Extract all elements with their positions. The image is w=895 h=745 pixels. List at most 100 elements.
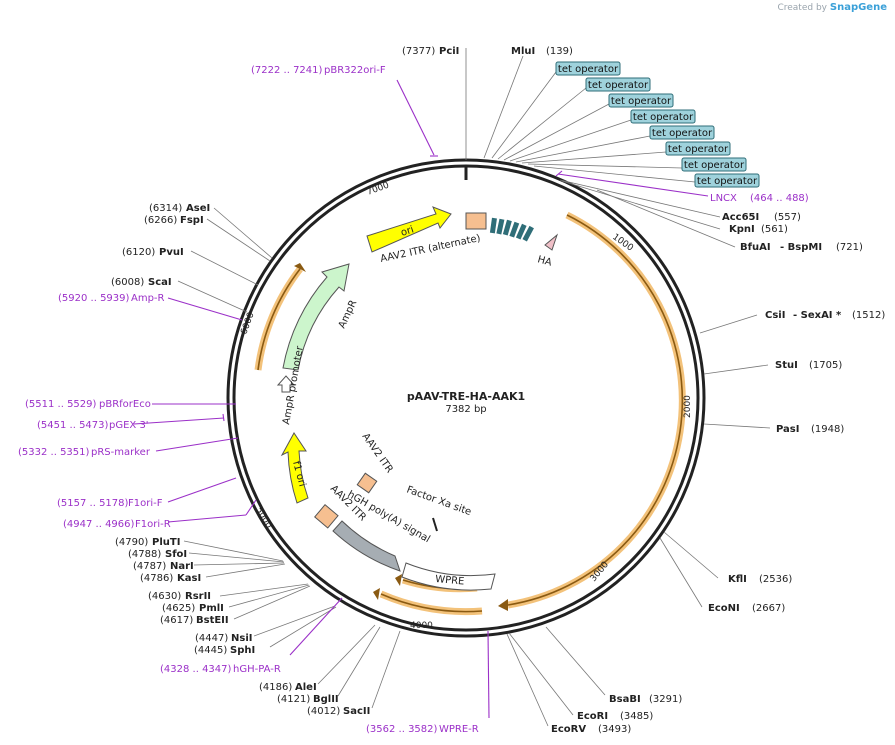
primer-f1orir-range: (4947 .. 4966)	[63, 519, 135, 530]
enzyme-asei-name: AseI	[186, 203, 210, 214]
primer-labels: (7222 .. 7241) pBR322ori-F LNCX (464 .. …	[18, 65, 809, 735]
ampr-label: AmpR	[337, 298, 360, 330]
orf-arc-main-line	[507, 214, 684, 606]
leader-lines	[177, 48, 771, 727]
enzyme-nari-pos: (4787)	[133, 561, 166, 572]
enzyme-pasi-pos: (1948)	[811, 424, 844, 435]
enzyme-bglii-pos: (4121)	[277, 694, 310, 705]
enzyme-nsii-name: NsiI	[231, 633, 252, 644]
enzyme-kpni-name: KpnI	[729, 224, 755, 235]
enzyme-kfli-pos: (2536)	[759, 574, 792, 585]
primer-pbr322ori-name: pBR322ori-F	[324, 65, 386, 76]
enzyme-csii-pos: (1512)	[852, 310, 885, 321]
enzyme-ecorv-pos: (3493)	[598, 724, 631, 735]
enzyme-kfli-name: KflI	[728, 574, 747, 585]
enzyme-scai-pos: (6008)	[111, 277, 144, 288]
created-by-label: Created by	[777, 3, 827, 13]
orf-arc-small-inner-arrowhead	[395, 574, 402, 586]
enzyme-kasi-pos: (4786)	[140, 573, 173, 584]
ori-feature	[366, 206, 452, 253]
ampr-feature	[282, 263, 350, 371]
primer-f1orif-range: (5157 .. 5178)	[57, 498, 129, 509]
enzyme-kpni-pos: (561)	[761, 224, 788, 235]
enzyme-alei-pos: (4186)	[259, 682, 292, 693]
enzyme-labels: (7377) PciI MluI (139) Acc65I (557) KpnI…	[111, 46, 885, 735]
enzyme-bspmi-name: - BspMI	[780, 242, 822, 253]
enzyme-scai-name: ScaI	[148, 277, 172, 288]
enzyme-bfuai-name: BfuAI	[740, 242, 771, 253]
primer-pbr322ori-range: (7222 .. 7241)	[251, 65, 323, 76]
plasmid-name: pAAV-TRE-HA-AAK1	[407, 390, 525, 403]
ha-label: HA	[536, 254, 553, 268]
enzyme-pasi-name: PasI	[776, 424, 799, 435]
tet-operator-label-7: tet operator	[684, 160, 745, 171]
ampr-promoter-arrow	[276, 375, 296, 393]
primer-pgex3-name: pGEX 3'	[109, 420, 149, 431]
enzyme-pvui-name: PvuI	[159, 247, 184, 258]
enzyme-ecori-name: EcoRI	[577, 711, 608, 722]
factor-xa-mark	[432, 517, 438, 532]
enzyme-fspi-pos: (6266)	[144, 215, 177, 226]
enzyme-pmli-pos: (4625)	[162, 603, 195, 614]
enzyme-pluti-pos: (4790)	[115, 537, 148, 548]
tick-label-4000: 4000	[410, 621, 433, 631]
primer-hghpar-name: hGH-PA-R	[233, 664, 281, 675]
enzyme-kasi-name: KasI	[177, 573, 201, 584]
primer-prsmarker-range: (5332 .. 5351)	[18, 447, 90, 458]
orf-arc-main	[507, 211, 686, 609]
enzyme-nari-name: NarI	[170, 561, 194, 572]
primer-lncx-range: (464 .. 488)	[750, 193, 809, 204]
tet-operator-label-4: tet operator	[633, 112, 694, 123]
wpre-label: WPRE	[435, 574, 465, 588]
enzyme-sacii-pos: (4012)	[307, 706, 340, 717]
enzyme-acc65i-pos: (557)	[774, 212, 801, 223]
enzyme-sfoi-name: SfoI	[165, 549, 187, 560]
primer-f1orir-name: F1ori-R	[135, 519, 171, 530]
ori-label: ori	[400, 224, 416, 238]
itr-alt-box	[465, 212, 487, 230]
f1-ori-feature	[280, 432, 309, 504]
enzyme-sfoi-pos: (4788)	[128, 549, 161, 560]
primer-pgex3-range: (5451 .. 5473)	[37, 420, 109, 431]
enzyme-mlui-pos: (139)	[546, 46, 573, 57]
primer-pbrforeco-range: (5511 .. 5529)	[25, 399, 97, 410]
backbone-inner-ring	[232, 164, 700, 632]
enzyme-bsabi-pos: (3291)	[649, 694, 682, 705]
tet-operator-label-5: tet operator	[652, 128, 713, 139]
enzyme-fspi-name: FspI	[180, 215, 204, 226]
orf-arc-left-line	[257, 268, 301, 371]
enzyme-nsii-pos: (4447)	[195, 633, 228, 644]
enzyme-bsteii-pos: (4617)	[160, 615, 193, 626]
tet-operator-label-8: tet operator	[697, 176, 758, 187]
enzyme-sphi-name: SphI	[230, 645, 255, 656]
enzyme-pvui-pos: (6120)	[122, 247, 155, 258]
orf-arc-small-outer-line	[380, 593, 483, 613]
enzyme-mlui-name: MluI	[511, 46, 535, 57]
enzyme-pcii-name: PciI	[439, 46, 459, 57]
orf-arc-small-outer-arrowhead	[373, 588, 380, 600]
tick-label-5000: 5000	[253, 506, 273, 531]
orf-arc-main-arrowhead	[498, 599, 508, 611]
enzyme-pmli-name: PmlI	[199, 603, 224, 614]
enzyme-sexai-name: - SexAI *	[793, 310, 842, 321]
enzyme-stui-name: StuI	[775, 360, 798, 371]
snapgene-branding: Created by SnapGene	[777, 2, 887, 13]
primer-wprer-name: WPRE-R	[439, 724, 479, 735]
enzyme-rsrii-name: RsrII	[185, 591, 211, 602]
snapgene-logo: SnapGene	[829, 2, 887, 13]
tet-operator-boxes	[489, 217, 534, 242]
enzyme-econi-pos: (2667)	[752, 603, 785, 614]
enzyme-bsabi-name: BsaBI	[609, 694, 641, 705]
primer-prsmarker-name: pRS-marker	[91, 447, 151, 458]
hgh-polya-feature	[332, 520, 401, 572]
enzyme-bfuai-pos: (721)	[836, 242, 863, 253]
enzyme-stui-pos: (1705)	[809, 360, 842, 371]
wpre-feature	[401, 562, 496, 591]
primer-lncx-name: LNCX	[710, 193, 737, 204]
enzyme-ecorv-name: EcoRV	[551, 724, 586, 735]
enzyme-csii-name: CsiI	[765, 310, 785, 321]
tet-operator-label-1: tet operator	[558, 64, 619, 75]
enzyme-pcii-pos: (7377)	[402, 46, 435, 57]
